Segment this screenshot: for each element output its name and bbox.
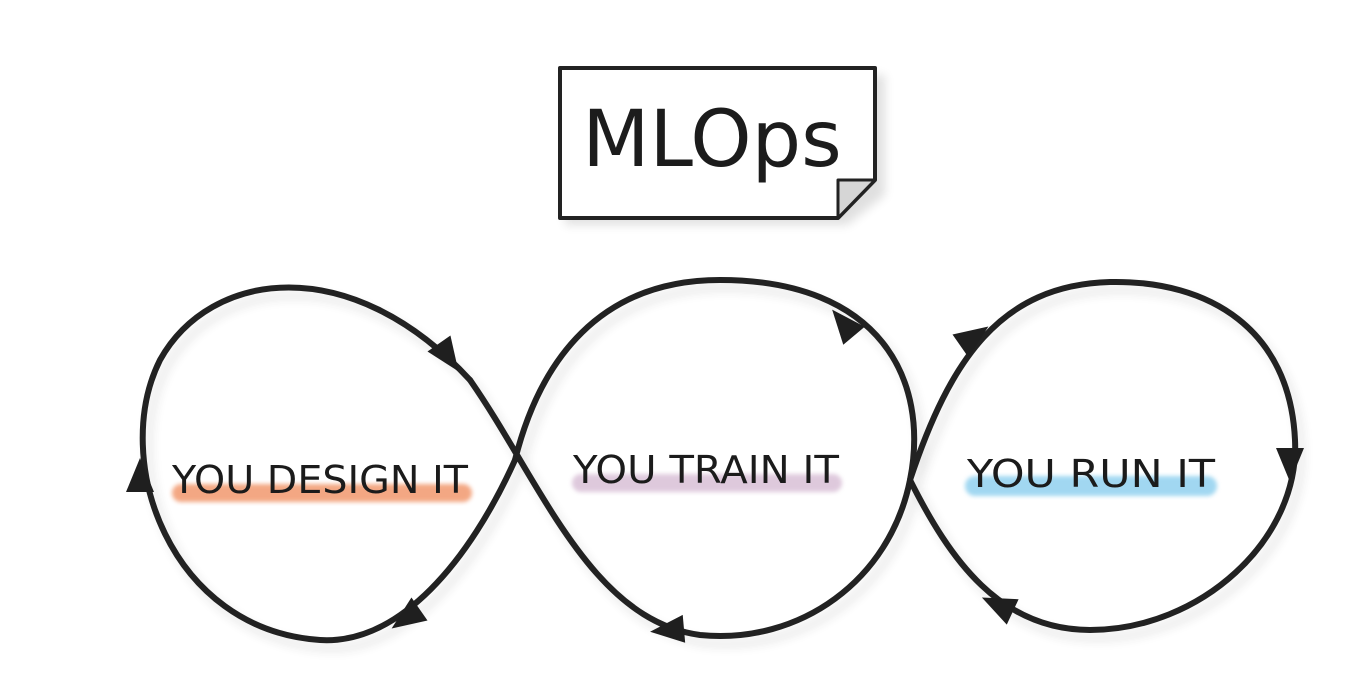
run-highlight	[965, 476, 1217, 496]
arrowhead-icon	[126, 458, 154, 492]
design-loop	[139, 284, 518, 644]
note-fold	[836, 178, 877, 220]
title-note: MLOps	[558, 66, 885, 225]
stage-label-train: YOU TRAIN IT	[572, 448, 840, 492]
arrowhead-icon	[650, 614, 686, 643]
label-highlights	[172, 474, 1217, 502]
run-loop	[907, 278, 1299, 633]
arrowhead-icon	[1276, 448, 1304, 482]
page-title: MLOps	[582, 95, 842, 185]
train-highlight	[572, 474, 842, 492]
lifecycle-loops	[139, 277, 1299, 644]
arrowhead-icon	[427, 335, 459, 372]
stage-labels: YOU DESIGN IT YOU TRAIN IT YOU RUN IT	[171, 448, 1216, 502]
arrowhead-icon	[391, 597, 428, 629]
stage-label-design: YOU DESIGN IT	[171, 458, 469, 502]
arrowhead-icon	[832, 309, 865, 345]
arrowhead-icon	[981, 597, 1019, 625]
arrowheads	[126, 309, 1304, 643]
arrowhead-icon	[952, 326, 989, 358]
stage-label-run: YOU RUN IT	[966, 452, 1216, 496]
design-highlight	[172, 484, 472, 502]
